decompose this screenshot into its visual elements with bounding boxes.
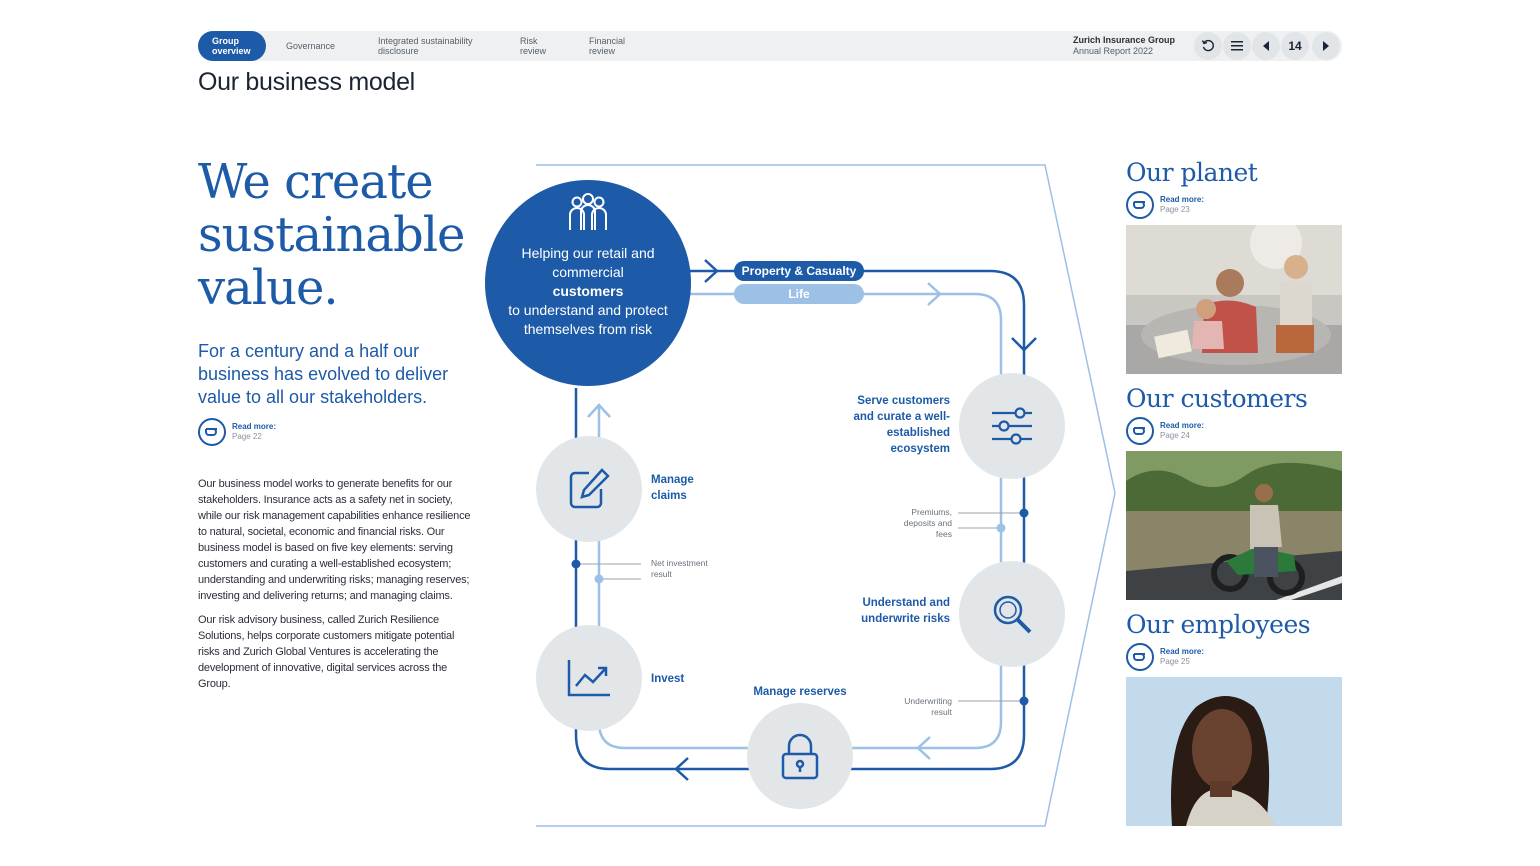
underwriting-result-label: Underwriting result (904, 696, 952, 717)
flood-motorbike-photo (1126, 451, 1342, 600)
brand-label: Zurich Insurance Group Annual Report 202… (1073, 35, 1175, 57)
body-paragraph-1: Our business model works to generate ben… (198, 478, 471, 602)
magnifier-icon (993, 595, 1032, 634)
prev-page-icon (1263, 41, 1269, 51)
life-pill: Life (734, 284, 864, 304)
page-title: Our business model (198, 68, 415, 96)
chevron-outline (536, 164, 1116, 827)
next-page-icon (1323, 41, 1329, 51)
body-text: Our business model works to generate ben… (198, 476, 476, 700)
menu-icon (1231, 41, 1243, 51)
center-text-bold: customers (552, 283, 624, 299)
pointing-hand-icon (1126, 417, 1154, 445)
hero-line-3: value. (198, 260, 339, 316)
invest-label: Invest (651, 673, 685, 685)
underwriting-dot (1019, 696, 1029, 706)
read-more-page: Page 23 (1160, 205, 1190, 214)
arrow-up-light (587, 403, 611, 418)
dark-flow-loop (574, 269, 1026, 771)
arrow-left-dark (674, 757, 689, 781)
read-more-link-page-25[interactable]: Read more: Page 25 (1126, 643, 1204, 671)
premiums-dot-light (996, 523, 1006, 533)
center-text-post: to understand and protect themselves fro… (508, 302, 668, 337)
sliders-icon (992, 407, 1032, 445)
tab-risk-review[interactable]: Risk review (520, 36, 547, 56)
people-group-icon (569, 193, 607, 230)
read-more-link-page-24[interactable]: Read more: Page 24 (1126, 417, 1204, 445)
body-paragraph-2: Our risk advisory business, called Zuric… (198, 614, 455, 690)
top-navigation-bar: Group overview Governance Integrated sus… (198, 31, 1342, 61)
tab-governance[interactable]: Governance (286, 41, 336, 51)
previous-page-button[interactable] (1252, 32, 1280, 60)
brand-subtitle: Annual Report 2022 (1073, 46, 1154, 56)
arrow-down-dark (1011, 337, 1037, 352)
center-text-pre: Helping our retail and commercial (521, 245, 655, 280)
net-investment-dot-light (594, 574, 604, 584)
light-flow-loop (597, 292, 1003, 750)
menu-button[interactable] (1223, 32, 1251, 60)
our-planet-title: Our planet (1126, 158, 1258, 187)
premiums-dot-dark (1019, 508, 1029, 518)
pointing-hand-icon (1126, 643, 1154, 671)
hero-line-1: We create (198, 154, 434, 210)
hero-heading: We create sustainable value. (198, 156, 488, 315)
serve-customers-node (959, 373, 1065, 479)
premiums-label: Premiums, deposits and fees (903, 507, 952, 539)
refresh-icon (1201, 39, 1214, 52)
next-page-button[interactable] (1312, 32, 1340, 60)
employee-portrait-photo (1126, 677, 1342, 826)
read-more-page: Page 25 (1160, 657, 1190, 666)
our-customers-title: Our customers (1126, 384, 1308, 413)
net-investment-label: Net investment result (651, 558, 708, 579)
read-more-label: Read more: (232, 422, 277, 431)
growth-chart-icon (567, 660, 610, 697)
arrow-right-dark (704, 259, 719, 283)
manage-reserves-node (747, 703, 853, 809)
edit-document-icon (569, 468, 610, 509)
hero-line-2: sustainable (198, 207, 465, 263)
read-more-link-page-22[interactable]: Read more: Page 22 (198, 418, 276, 446)
manage-reserves-label: Manage reserves (753, 686, 847, 698)
arrow-left-light (916, 736, 931, 760)
lead-paragraph: For a century and a half our business ha… (198, 341, 449, 407)
net-investment-dot-dark (571, 559, 581, 569)
our-employees-title: Our employees (1126, 610, 1311, 639)
refresh-button[interactable] (1194, 32, 1222, 60)
family-reading-photo (1126, 225, 1342, 374)
read-more-label: Read more: (1160, 647, 1205, 656)
pointing-hand-icon (198, 418, 226, 446)
underwrite-risks-node (959, 561, 1065, 667)
brand-name: Zurich Insurance Group (1073, 35, 1176, 45)
read-more-label: Read more: (1160, 195, 1205, 204)
read-more-label: Read more: (1160, 421, 1205, 430)
pointing-hand-icon (1126, 191, 1154, 219)
padlock-icon (781, 733, 819, 780)
tab-group-overview[interactable]: Group overview (198, 31, 266, 61)
property-casualty-pill: Property & Casualty (734, 261, 864, 281)
manage-claims-node (536, 436, 642, 542)
customers-circle: Helping our retail and commercial custom… (485, 180, 691, 386)
read-more-link-page-23[interactable]: Read more: Page 23 (1126, 191, 1204, 219)
arrow-right-light (927, 282, 942, 306)
invest-node (536, 625, 642, 731)
read-more-page: Page 22 (232, 432, 262, 441)
serve-customers-label: Serve customers and curate a well-establ… (853, 395, 950, 455)
tab-integrated-sustainability-disclosure[interactable]: Integrated sustainability disclosure (378, 36, 473, 56)
page-number: 14 (1281, 32, 1309, 60)
underwrite-risks-label: Understand and underwrite risks (861, 597, 950, 625)
read-more-page: Page 24 (1160, 431, 1190, 440)
manage-claims-label: Manage claims (651, 474, 694, 502)
tab-financial-review[interactable]: Financial review (589, 36, 626, 56)
